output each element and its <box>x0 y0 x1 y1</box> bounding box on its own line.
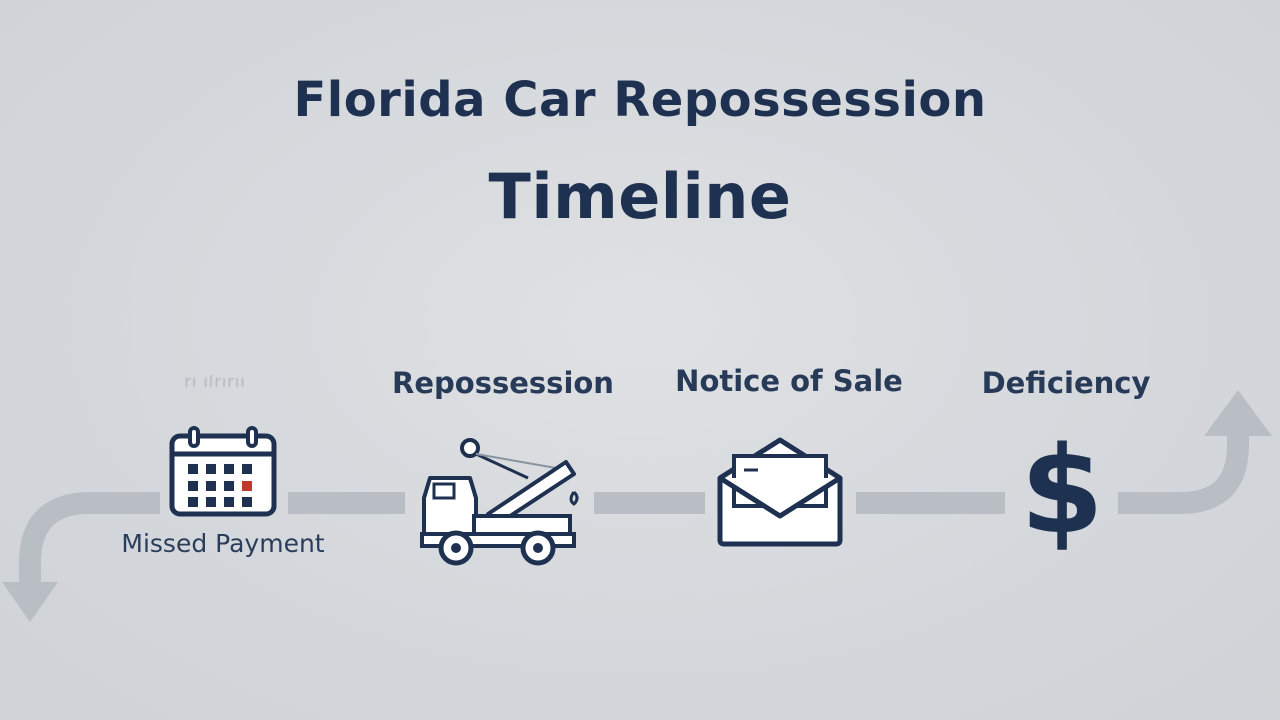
dollar-icon: $ <box>1018 426 1106 558</box>
envelope-icon <box>714 436 846 548</box>
step-label-deficiency: Deficiency <box>981 366 1151 400</box>
right-arrowhead <box>1204 390 1272 436</box>
page-subtitle: Timeline <box>488 160 792 233</box>
page-title: Florida Car Repossession <box>293 72 987 128</box>
track-right-curve <box>1118 428 1249 514</box>
track-left-curve <box>19 492 160 590</box>
highlighted-date <box>242 481 252 491</box>
calendar-icon <box>168 426 278 518</box>
step-label-repossession: Repossession <box>392 366 614 400</box>
dollar-glyph: $ <box>1020 422 1104 561</box>
left-arrowhead <box>2 582 58 622</box>
tow-truck-icon <box>418 436 584 566</box>
faded-step-label: rı ılrırıı <box>184 372 246 391</box>
step-label-missed-payment: Missed Payment <box>121 529 325 558</box>
step-label-notice-of-sale: Notice of Sale <box>675 364 903 398</box>
